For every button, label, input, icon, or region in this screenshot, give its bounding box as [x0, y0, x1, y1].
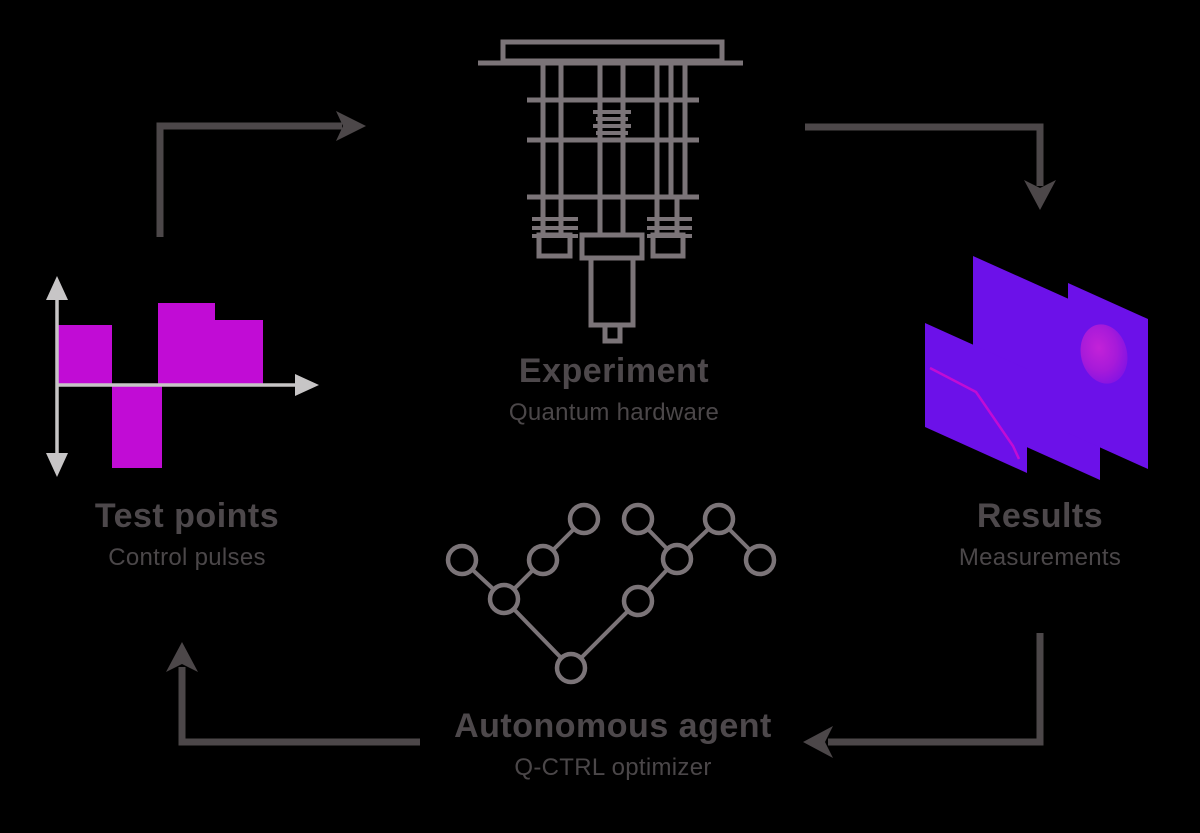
network-graph-icon — [445, 502, 777, 685]
arrow-right-head — [336, 111, 366, 141]
pulse-axis-arrowheads — [46, 276, 319, 477]
network-nodes — [445, 502, 777, 685]
arrow-left-head — [803, 726, 833, 758]
arrow-agent-to-testpoints — [166, 642, 420, 746]
measurement-screens-icon — [925, 256, 1148, 480]
arrow-down-head — [1024, 180, 1056, 210]
pulse-axes — [55, 296, 297, 457]
measurement-orb — [1080, 324, 1128, 384]
dilution-refrigerator-icon — [478, 39, 743, 344]
pulse-bar-chart-icon — [46, 276, 319, 477]
measurement-trace — [929, 366, 1021, 460]
arrow-testpoints-to-experiment — [156, 111, 366, 237]
attenuator-ticks — [593, 110, 631, 135]
pulse-bars — [58, 303, 263, 468]
arrow-results-to-agent — [803, 633, 1044, 758]
screen-front — [925, 323, 1027, 473]
arrow-experiment-to-results — [805, 123, 1056, 210]
arrow-up-head — [166, 642, 198, 672]
